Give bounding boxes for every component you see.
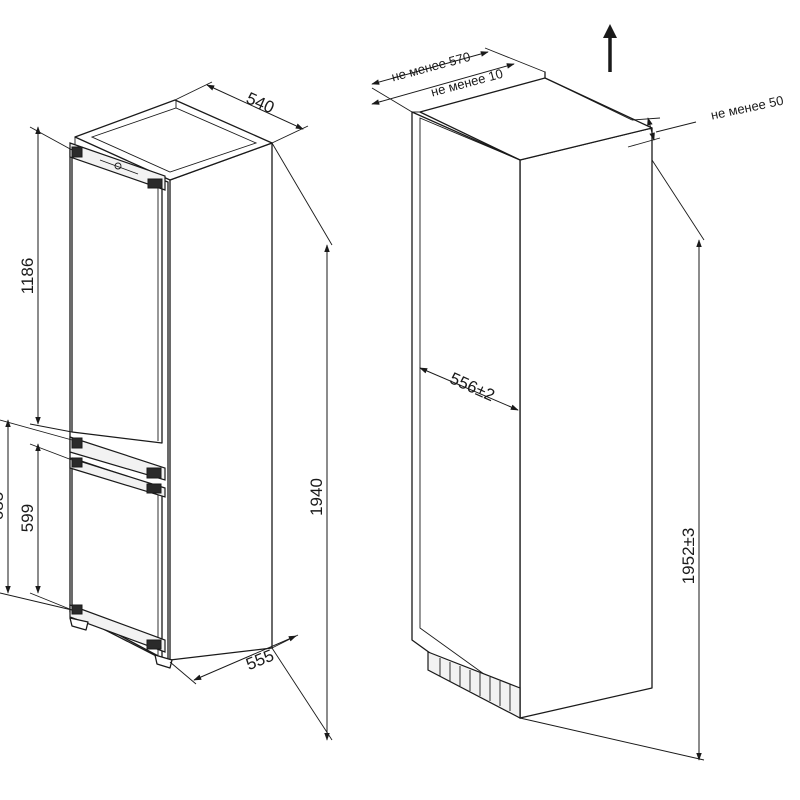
bottom-hinge [69,604,173,669]
niche-cabinet: не менее 570 не менее 10 не менее 50 556… [371,24,785,761]
dim-fridge-height: 1940 [271,142,333,741]
dim-lower-outer-label: 685 [0,492,7,520]
middle-hinge [69,436,166,498]
cabinet-opening [411,111,521,719]
fridge-upper-door [71,151,163,444]
dim-lower-outer: 685 [0,419,73,611]
dim-niche-height: 1952±3 [519,159,705,761]
refrigerator: 540 1940 1186 685 599 [0,81,333,741]
cabinet-side [519,127,653,719]
dim-lower-door: 599 [18,443,73,611]
fridge-side-panel [169,142,273,661]
dim-upper-door-label: 1186 [18,258,37,295]
fridge-top-inner [90,107,258,173]
dim-niche-height-label: 1952±3 [679,528,698,585]
air-outlet-arrow [603,24,617,72]
dim-fridge-height-label: 1940 [307,478,326,516]
top-hinge [69,142,166,191]
dim-min-50-label: не менее 50 [709,93,784,123]
dim-upper-door: 1186 [18,126,73,433]
dim-lower-door-label: 599 [18,504,37,532]
dim-fridge-depth-label: 540 [243,89,277,118]
